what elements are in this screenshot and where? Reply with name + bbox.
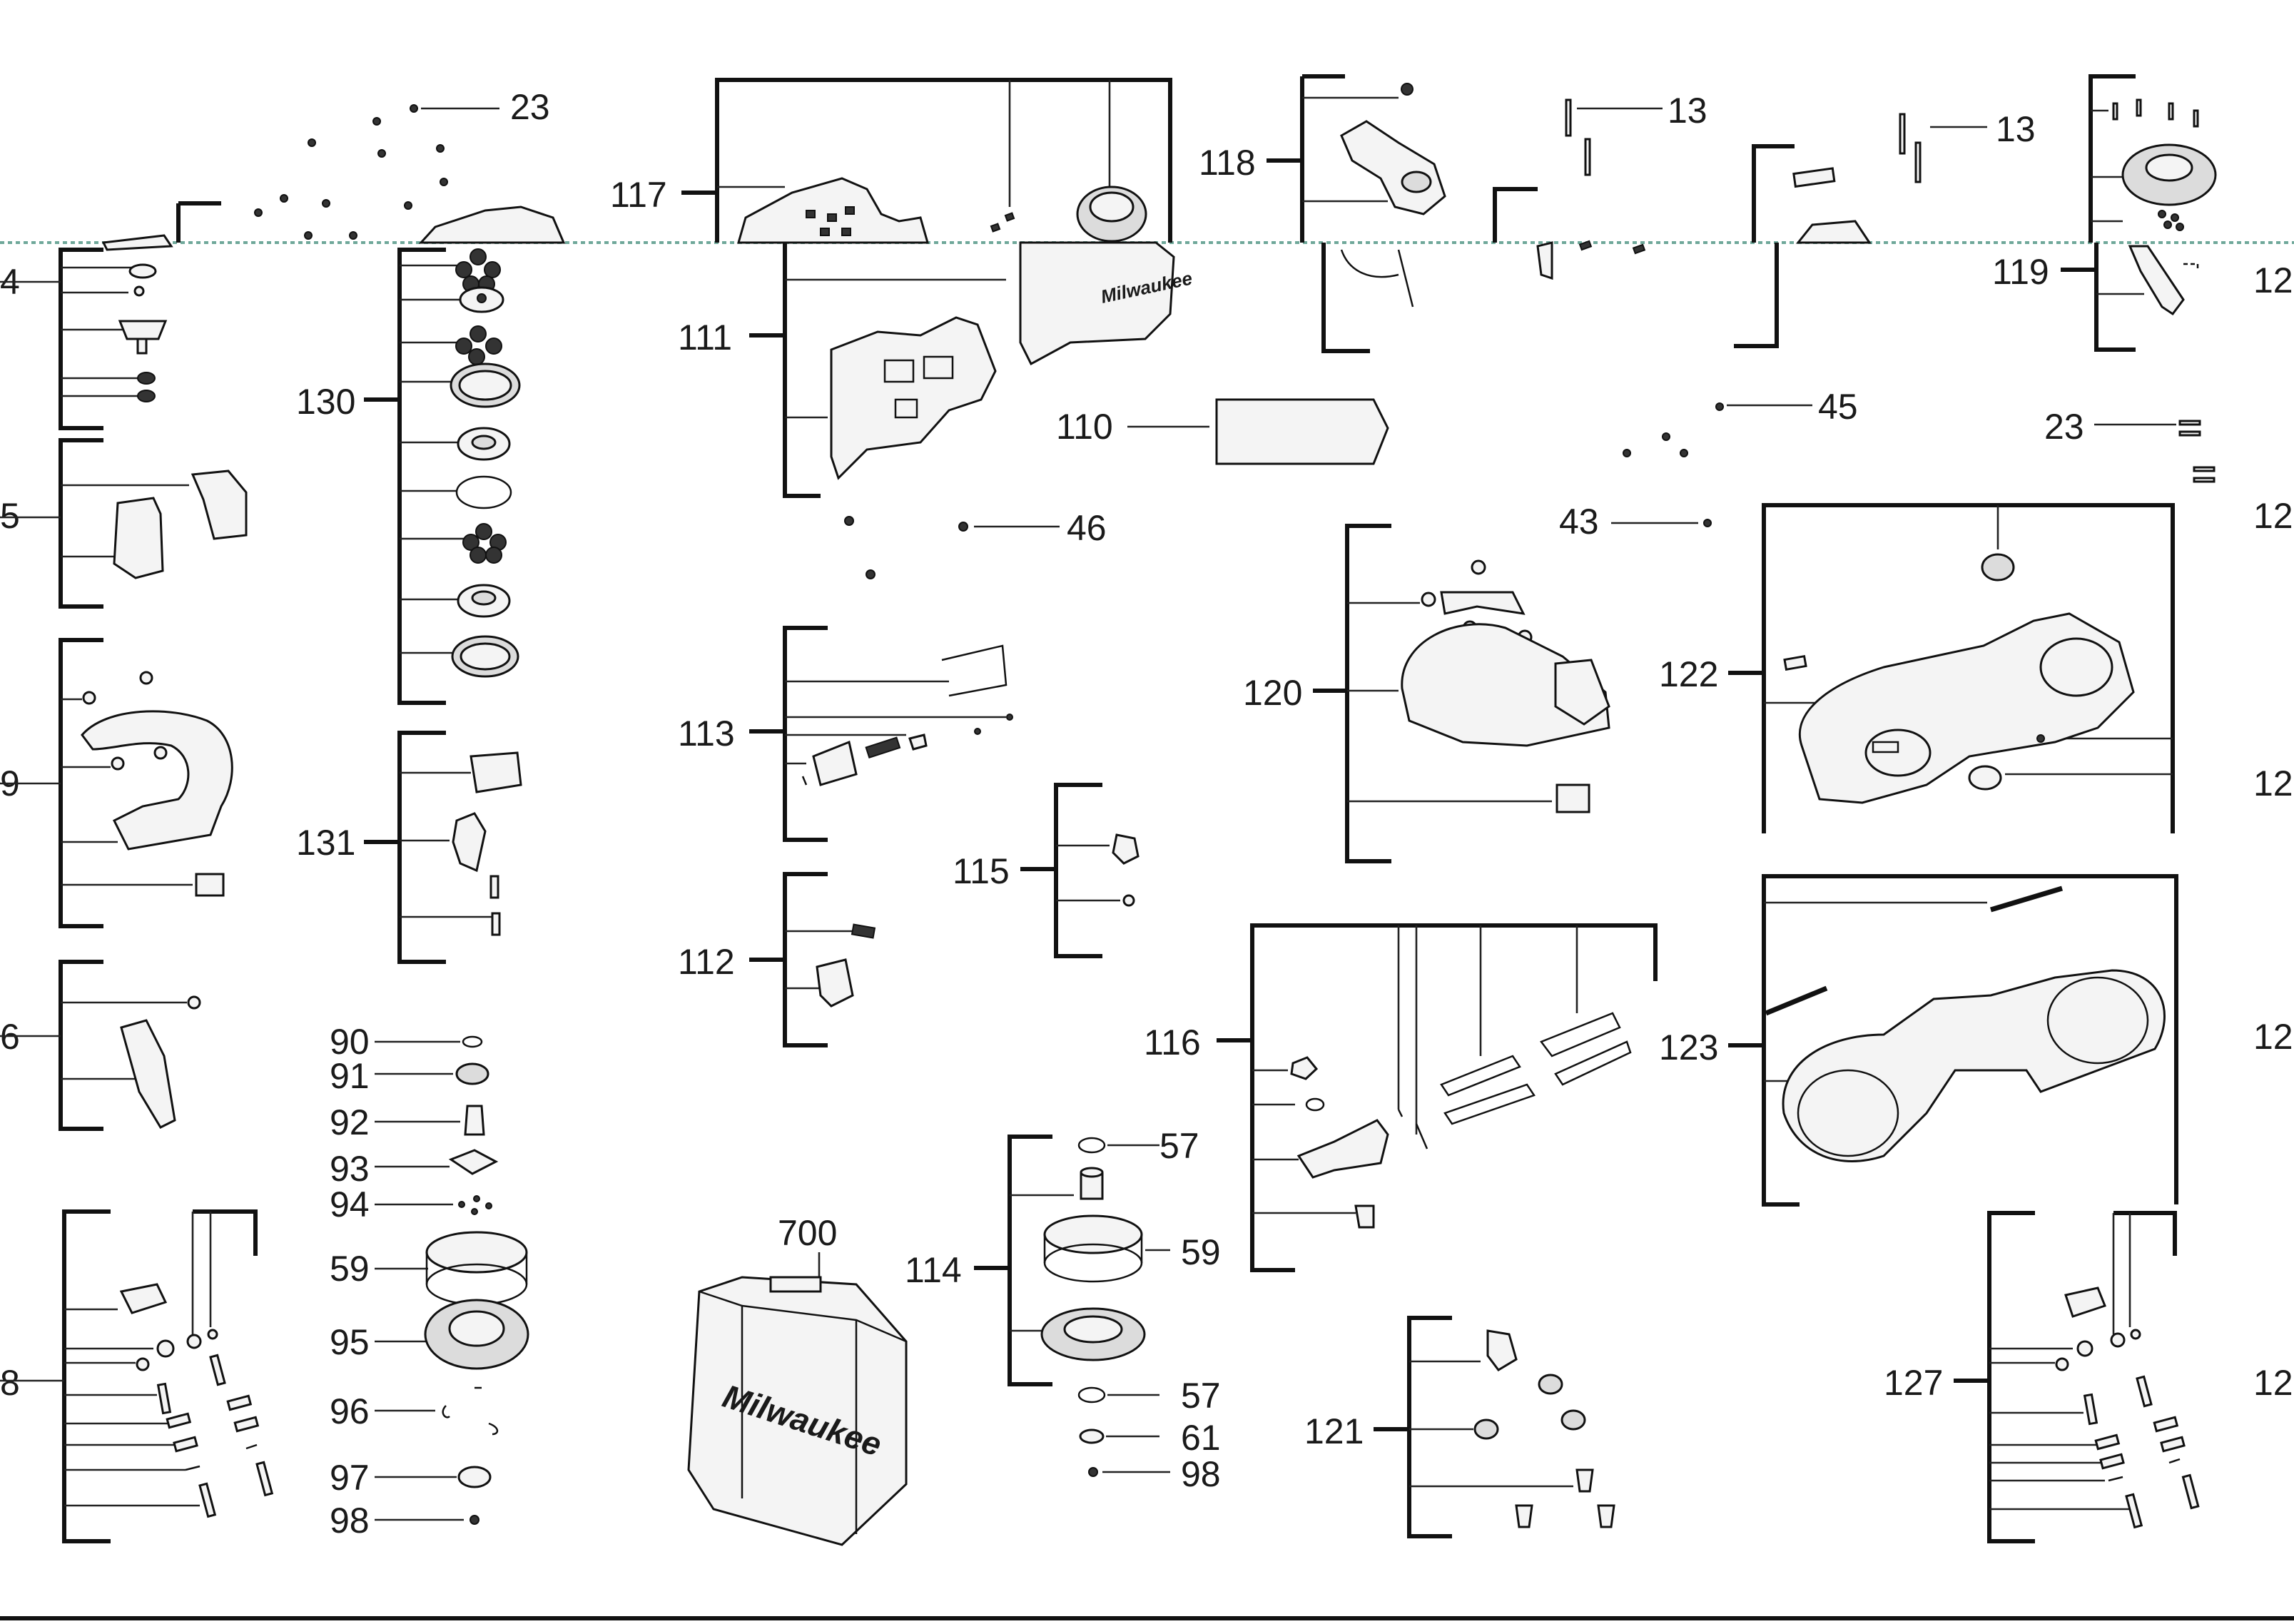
callout-94: 94 [330,1184,370,1224]
label-12-d: 12 [2253,1017,2293,1057]
label-12-c: 12 [2253,763,2293,803]
callout-46: 46 [1067,508,1107,548]
callout-23-right: 23 [2044,407,2084,447]
planet-gear-set-2 [455,325,502,365]
callout-59-left: 59 [330,1249,370,1289]
group-123: 123 [1659,874,2178,1207]
callout-23-top: 23 [510,87,550,127]
label-12-e: 12 [2253,1363,2293,1403]
group-700-carry-case: 700 Milwaukee [687,1213,908,1546]
callout-120: 120 [1243,673,1302,713]
group-119: 119 [1992,74,2217,352]
callout-114: 114 [905,1250,962,1290]
callout-57-a: 57 [1159,1126,1199,1166]
callout-13-a: 13 [1668,91,1707,131]
label-5: 5 [0,496,20,536]
callout-59-center: 59 [1181,1232,1221,1272]
group-43: 43 [1559,502,1712,542]
callout-111: 111 [678,318,732,357]
group-23-right: 23 [2044,407,2216,483]
callout-130: 130 [296,382,355,422]
group-112: 112 [678,872,876,1047]
callout-123: 123 [1659,1027,1718,1067]
callout-121: 121 [1304,1411,1364,1451]
group-121: 121 [1304,1316,1615,1538]
callout-119: 119 [1992,252,2049,292]
group-114: 114 57 59 57 61 98 [905,1126,1221,1494]
callout-97: 97 [330,1458,370,1498]
circuit-board-detail [806,206,855,236]
label-12-b: 12 [2253,496,2293,536]
callout-92: 92 [330,1102,370,1142]
group-6 [0,960,201,1131]
callout-61: 61 [1181,1418,1221,1458]
callout-98-left: 98 [330,1501,370,1541]
group-46: 46 [844,508,1107,579]
callout-115: 115 [953,851,1010,891]
callout-95: 95 [330,1322,370,1362]
callout-13-b: 13 [1996,109,2036,149]
group-117: 117 [610,78,1172,244]
callout-127: 127 [1884,1363,1943,1403]
group-9 [0,638,233,928]
callout-113: 113 [678,714,735,753]
callout-700: 700 [778,1213,837,1253]
callout-91: 91 [330,1056,370,1096]
group-23-top: 23 [254,87,566,244]
callout-45: 45 [1818,387,1858,427]
group-116: 116 [1144,923,1658,1272]
callout-118: 118 [1199,143,1256,183]
group-90-98: 90 91 92 93 94 59 95 96 97 98 [330,1022,529,1541]
callout-131: 131 [296,823,355,863]
callout-90: 90 [330,1022,370,1062]
callout-116: 116 [1144,1022,1201,1062]
group-122: 122 [1659,503,2175,833]
group-115: 115 [953,783,1140,958]
callout-96: 96 [330,1391,370,1431]
group-118: 118 [1199,74,1446,353]
group-113: 113 [678,626,1013,842]
planet-gear-set-3 [462,523,507,564]
group-131: 131 [296,731,522,964]
callout-112: 112 [678,942,735,982]
planet-gear-set-1 [455,248,501,293]
label-8: 8 [0,1363,20,1403]
label-12-a: 12 [2253,260,2293,300]
group-111: 111 Milwaukee [678,241,1194,498]
group-5 [0,438,248,609]
left-edge-labels: 4 5 9 6 8 [0,262,20,1403]
callout-122: 122 [1659,654,1718,694]
group-4 [0,201,221,430]
callout-117: 117 [610,175,667,215]
group-13: 13 13 [1493,91,2036,280]
callout-93: 93 [330,1149,370,1189]
group-terminal-block [1734,144,1872,348]
callout-110: 110 [1056,407,1113,447]
group-130: 130 [296,248,521,705]
group-110: 110 [1056,398,1389,465]
group-45: 45 [1623,387,1858,457]
group-8 [0,1209,274,1543]
callout-98-center: 98 [1181,1454,1221,1494]
right-edge-labels: 12 12 12 12 12 [2253,260,2293,1403]
callout-57-b: 57 [1181,1376,1221,1416]
group-127: 127 [1884,1211,2200,1543]
callout-43: 43 [1559,502,1599,542]
group-120: 120 [1243,524,1610,863]
